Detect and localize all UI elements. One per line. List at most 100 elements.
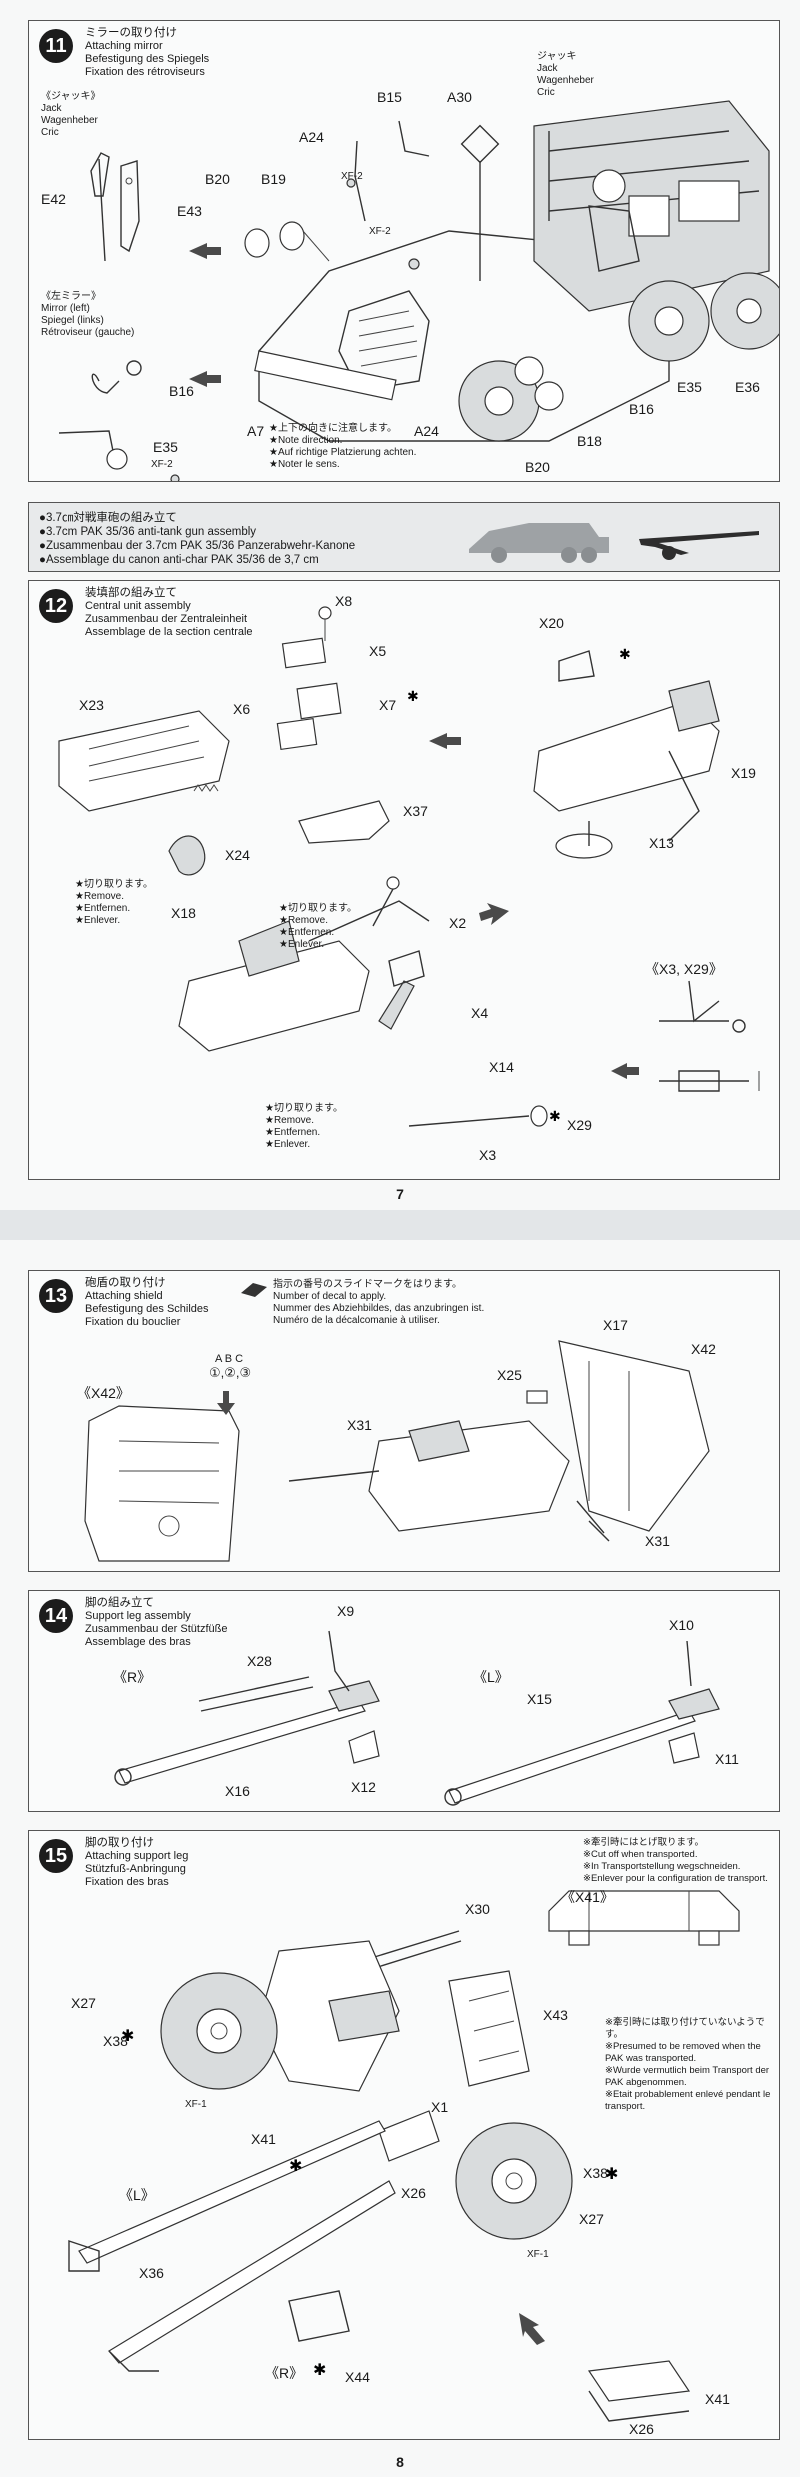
part-label: X16 bbox=[225, 1783, 250, 1799]
step-12-titles: 装填部の組み立て Central unit assembly Zusammenb… bbox=[85, 587, 253, 639]
step-title-fr: Assemblage de la section centrale bbox=[85, 626, 253, 638]
svg-text:✱: ✱ bbox=[619, 647, 631, 663]
presumed-removed-note: ※牽引時には取り付けていないようです。 ※Presumed to be remo… bbox=[605, 2017, 775, 2113]
right-side-marker: 《R》 bbox=[265, 2365, 304, 2381]
note-fr: ※Enlever pour la configuration de transp… bbox=[583, 1873, 768, 1884]
step-12-drawing: ✱ ✱ ✱ bbox=[58, 606, 760, 1127]
pak-assembly-section-header: ●3.7㎝対戦車砲の組み立て ●3.7cm PAK 35/36 anti-tan… bbox=[28, 502, 780, 572]
decal-numbers: ①,②,③ bbox=[209, 1365, 252, 1380]
caption-en: Jack bbox=[41, 103, 62, 114]
note-de: ★Entfernen. bbox=[279, 927, 335, 938]
paint-code: XF-2 bbox=[369, 226, 391, 237]
part-label: X23 bbox=[79, 697, 104, 713]
step-title-jp: 装填部の組み立て bbox=[85, 587, 177, 599]
step-title-de: Zusammenbau der Zentraleinheit bbox=[85, 613, 248, 625]
step-number-badge: 11 bbox=[39, 29, 73, 63]
caption-de: Wagenheber bbox=[537, 75, 594, 86]
part-label: A7 bbox=[247, 423, 265, 439]
part-label: X28 bbox=[247, 1653, 272, 1669]
note-jp: 指示の番号のスライドマークをはります。 bbox=[273, 1279, 462, 1290]
part-label: X1 bbox=[431, 2099, 449, 2115]
caption-fr: Rétroviseur (gauche) bbox=[41, 327, 135, 338]
remove-note: ★切り取ります。 ★Remove. ★Entfernen. ★Enlever. bbox=[75, 879, 153, 927]
part-label: X12 bbox=[351, 1779, 376, 1795]
part-label: B16 bbox=[629, 401, 654, 417]
part-label: X36 bbox=[139, 2265, 164, 2281]
part-label: X37 bbox=[403, 803, 428, 819]
caption-fr: Cric bbox=[537, 87, 555, 98]
note-de: ※Wurde vermutlich beim Transport der PAK… bbox=[605, 2065, 770, 2088]
part-label: X6 bbox=[233, 701, 251, 717]
paint-code: XF-1 bbox=[185, 2099, 207, 2110]
instruction-page-7: 11 ミラーの取り付け Attaching mirror Befestigung… bbox=[0, 0, 800, 1210]
part-label: X25 bbox=[497, 1367, 522, 1383]
part-label: X43 bbox=[543, 2007, 568, 2023]
step-title-jp: 砲盾の取り付け bbox=[85, 1277, 166, 1289]
step-number-badge: 14 bbox=[39, 1599, 73, 1633]
page-number: 8 bbox=[396, 2454, 404, 2470]
decal-icon bbox=[241, 1283, 267, 1297]
caption-fr: Cric bbox=[41, 127, 59, 138]
instruction-page-8: 13 砲盾の取り付け Attaching shield Befestigung … bbox=[0, 1240, 800, 2477]
note-jp: ★上下の向きに注意します。 bbox=[269, 423, 397, 434]
part-label: X11 bbox=[715, 1751, 739, 1767]
part-label: X20 bbox=[539, 615, 564, 631]
part-label: E42 bbox=[41, 191, 66, 207]
step-13-panel: 13 砲盾の取り付け Attaching shield Befestigung … bbox=[28, 1270, 780, 1572]
part-label: X7 bbox=[379, 697, 397, 713]
note-en: ★Remove. bbox=[279, 915, 328, 926]
note-de: ★Auf richtige Platzierung achten. bbox=[269, 447, 417, 458]
part-label: B18 bbox=[577, 433, 602, 449]
step-15-drawing: ✱ ✱ ✱ ✱ bbox=[68, 1890, 740, 2422]
caption-en: Mirror (left) bbox=[41, 303, 90, 314]
note-de: ※In Transportstellung wegschneiden. bbox=[583, 1861, 741, 1872]
part-label: X17 bbox=[603, 1317, 628, 1333]
svg-text:✱: ✱ bbox=[313, 2360, 326, 2379]
direction-note: ★上下の向きに注意します。 ★Note direction. ★Auf rich… bbox=[269, 423, 416, 471]
step-title-en: Support leg assembly bbox=[85, 1610, 191, 1622]
step-12-panel: 12 装填部の組み立て Central unit assembly Zusamm… bbox=[28, 580, 780, 1180]
note-fr: Numéro de la décalcomanie à utiliser. bbox=[273, 1315, 440, 1326]
svg-text:✱: ✱ bbox=[605, 2164, 618, 2183]
part-label: X31 bbox=[645, 1533, 670, 1549]
note-fr: ★Noter le sens. bbox=[269, 459, 340, 470]
part-label: X26 bbox=[401, 2185, 426, 2201]
step-13-drawing bbox=[84, 1340, 710, 1562]
remove-note: ★切り取ります。 ★Remove. ★Entfernen. ★Enlever. bbox=[279, 903, 357, 951]
part-label: E35 bbox=[153, 439, 178, 455]
section-title-de: ●Zusammenbau der 3.7cm PAK 35/36 Panzera… bbox=[39, 540, 356, 552]
caption-de: Wagenheber bbox=[41, 115, 98, 126]
note-de: ★Entfernen. bbox=[265, 1127, 321, 1138]
part-label: B20 bbox=[525, 459, 550, 475]
step-title-fr: Fixation des rétroviseurs bbox=[85, 66, 205, 78]
caption-de: Spiegel (links) bbox=[41, 315, 104, 326]
part-label: 《X3, X29》 bbox=[645, 961, 723, 977]
part-label: B19 bbox=[261, 171, 286, 187]
part-label: B16 bbox=[169, 383, 194, 399]
note-jp: ★切り取ります。 bbox=[265, 1103, 343, 1114]
truck-and-gun-silhouette bbox=[469, 523, 759, 563]
section-title-en: ●3.7cm PAK 35/36 anti-tank gun assembly bbox=[39, 526, 257, 538]
part-label: X44 bbox=[345, 2369, 370, 2385]
step-title-en: Attaching shield bbox=[85, 1290, 163, 1302]
svg-text:✱: ✱ bbox=[549, 1109, 561, 1125]
note-de: Nummer des Abziehbildes, das anzubringen… bbox=[273, 1303, 485, 1314]
step-title-de: Zusammenbau der Stützfüße bbox=[85, 1623, 228, 1635]
part-label: A24 bbox=[414, 423, 439, 439]
section-title-fr: ●Assemblage du canon anti-char PAK 35/36… bbox=[39, 554, 319, 566]
note-jp: ※牽引時にはとげ取ります。 bbox=[583, 1837, 705, 1848]
left-side-marker: 《L》 bbox=[119, 2187, 155, 2203]
step-14-titles: 脚の組み立て Support leg assembly Zusammenbau … bbox=[85, 1597, 227, 1649]
part-label: X4 bbox=[471, 1005, 489, 1021]
part-label: X24 bbox=[225, 847, 250, 863]
note-en: ★Remove. bbox=[265, 1115, 314, 1126]
part-label: X41 bbox=[251, 2131, 276, 2147]
note-fr: ★Enlever. bbox=[279, 939, 325, 950]
step-title-fr: Assemblage des bras bbox=[85, 1636, 191, 1648]
jack-caption-left: 《ジャッキ》 Jack Wagenheber Cric bbox=[41, 91, 101, 139]
note-en: ★Remove. bbox=[75, 891, 124, 902]
section-title-jp: ●3.7㎝対戦車砲の組み立て bbox=[39, 512, 177, 524]
step-title-de: Befestigung des Spiegels bbox=[85, 53, 210, 65]
step-number-badge: 12 bbox=[39, 589, 73, 623]
page-gap bbox=[0, 1210, 800, 1240]
